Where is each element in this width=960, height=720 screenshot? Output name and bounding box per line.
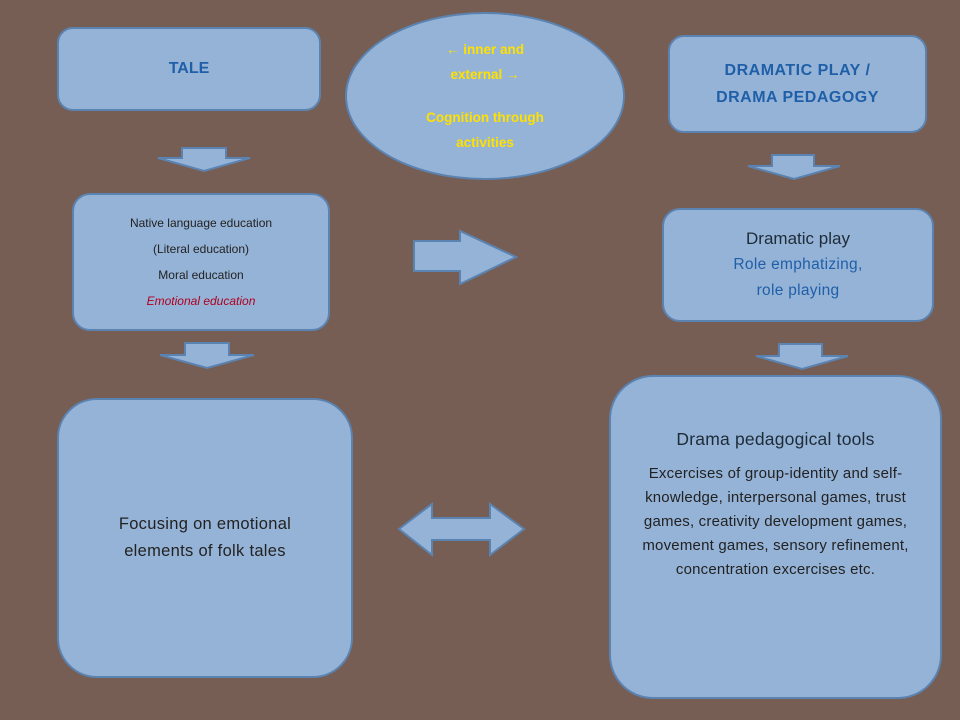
cognition-line-1: ← inner and (445, 42, 524, 57)
drama-tools-box: Drama pedagogical tools Excercises of gr… (609, 375, 942, 699)
dramatic-play-line-2: role playing (756, 282, 840, 299)
education-box: Native language education (Literal educa… (72, 193, 330, 331)
tale-title: TALE (168, 60, 210, 77)
cognition-line-4: activities (456, 135, 514, 150)
dramatic-play-title: Dramatic play (746, 229, 850, 248)
down-arrow-dramatic-play (755, 343, 849, 371)
right-arrow (413, 229, 519, 286)
education-line-1: Native language education (129, 216, 273, 230)
down-arrow-tale (157, 147, 251, 173)
dramatic-play-header-line-1: DRAMATIC PLAY / (724, 62, 871, 79)
double-arrow (397, 501, 526, 558)
cognition-line-3: Cognition through (426, 110, 544, 125)
tale-box: TALE (57, 27, 321, 111)
cognition-ellipse: ← inner and external → Cognition through… (345, 12, 625, 180)
focus-line-2: elements of folk tales (124, 542, 286, 560)
down-arrow-drama (747, 154, 841, 181)
education-line-3: Moral education (158, 268, 244, 282)
education-line-4: Emotional education (146, 294, 256, 308)
drama-tools-title: Drama pedagogical tools (676, 429, 875, 449)
focus-box: Focusing on emotional elements of folk t… (57, 398, 353, 678)
education-line-2: (Literal education) (152, 242, 250, 256)
cognition-line-2: external → (450, 67, 520, 82)
drama-tools-body: Excercises of group-identity and self-kn… (642, 465, 909, 578)
dramatic-play-box: Dramatic play Role emphatizing, role pla… (662, 208, 934, 322)
dramatic-play-header-box: DRAMATIC PLAY / DRAMA PEDAGOGY (668, 35, 927, 133)
dramatic-play-header-line-2: DRAMA PEDAGOGY (716, 89, 879, 106)
down-arrow-native (159, 342, 255, 370)
focus-line-1: Focusing on emotional (118, 515, 292, 533)
dramatic-play-line-1: Role emphatizing, (733, 256, 863, 273)
